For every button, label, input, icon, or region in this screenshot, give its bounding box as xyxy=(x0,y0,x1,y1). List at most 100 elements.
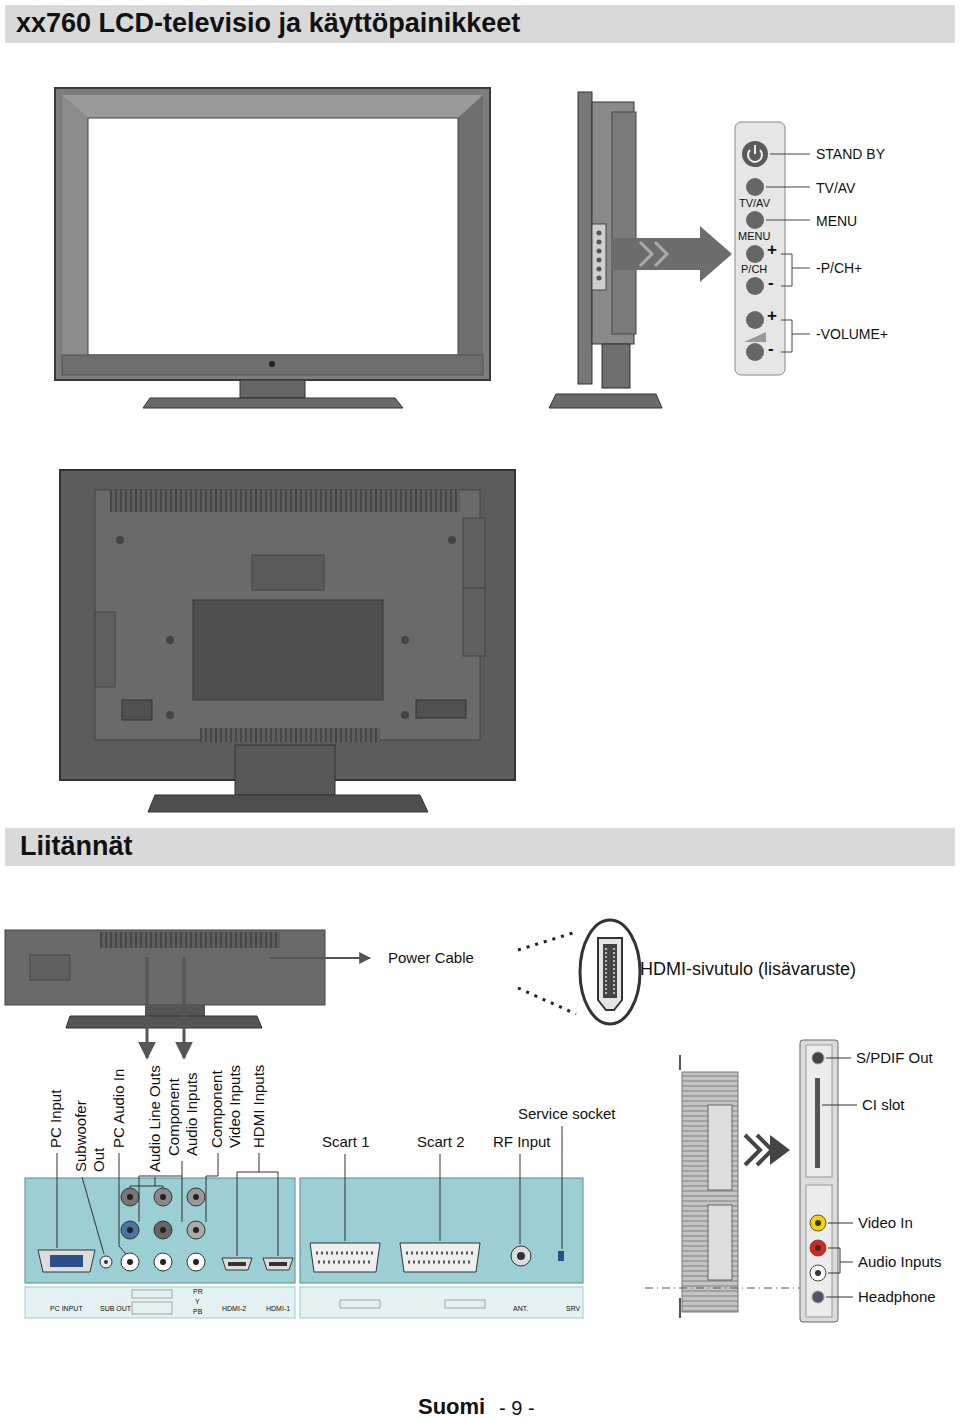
leader-lines-part xyxy=(520,1154,521,1244)
tv-side-part xyxy=(597,258,602,263)
connections-back-strip-part xyxy=(30,955,70,980)
control-label: TV/AV xyxy=(739,197,770,210)
connector-label: PC Input xyxy=(47,1053,65,1148)
rear-panel-left-part xyxy=(25,1178,295,1283)
rear-panel-left-part xyxy=(121,1221,139,1239)
button-panel-part xyxy=(754,145,756,154)
tv-side-part xyxy=(597,231,602,236)
rear-panel-left-part xyxy=(127,1227,133,1233)
connector-label: Video In xyxy=(858,1214,913,1232)
tv-side-part xyxy=(592,224,606,290)
connector-label: Scart 2 xyxy=(417,1133,465,1151)
connections-back-strip-part xyxy=(146,957,149,1058)
rear-panel-right xyxy=(300,1178,583,1318)
tv-back-part xyxy=(448,536,456,544)
tv-side-connections-part-part xyxy=(826,1297,853,1298)
leader-lines-part xyxy=(82,1177,104,1254)
connections-back-strip-part xyxy=(100,932,280,948)
button-panel-part xyxy=(742,141,768,167)
rear-panel-left-part xyxy=(193,1227,199,1233)
rear-panel-left-part xyxy=(132,1290,172,1298)
tv-side-connections-part xyxy=(812,1291,824,1303)
rear-panel-left xyxy=(25,1178,295,1318)
button-panel-part xyxy=(744,332,766,342)
leader-lines-part xyxy=(155,1186,163,1188)
rear-panel-right-part xyxy=(558,1251,564,1261)
connector-label: Subwoofer Out xyxy=(72,1090,108,1172)
rear-panel-left-part xyxy=(121,1253,139,1271)
rear-panel-right-part xyxy=(300,1178,583,1283)
connector-label: Power Cable xyxy=(388,949,474,967)
tv-back-part xyxy=(463,518,485,588)
connector-label: HDMI Inputs xyxy=(250,1048,268,1148)
connector-label: Component Audio Inputs xyxy=(165,1062,201,1156)
tv-front-part xyxy=(62,95,88,355)
leader-lines-part xyxy=(130,1177,155,1188)
page-footer: Suomi xyxy=(418,1394,485,1420)
tv-side-connections-part xyxy=(822,1058,857,1297)
rear-panel-left-part xyxy=(127,1194,133,1200)
tv-side-connections-part xyxy=(745,1135,760,1165)
hdmi-side-connector-part xyxy=(605,948,607,994)
button-panel-part xyxy=(781,254,792,286)
tv-side-connections-part xyxy=(806,1045,832,1177)
hdmi-side-connector-part xyxy=(613,948,615,994)
tv-side xyxy=(549,92,732,408)
tv-side-connections-part-part xyxy=(822,1105,857,1106)
rear-panel-right-part xyxy=(408,1261,472,1264)
hdmi-side-connector-part xyxy=(603,944,617,998)
section-heading: Liitännät xyxy=(20,830,940,862)
button-panel-part xyxy=(746,311,764,329)
tv-side-part xyxy=(597,240,602,245)
tv-side-connections-part xyxy=(815,1270,821,1276)
tv-back-part xyxy=(416,700,466,718)
connector-label: Headphone xyxy=(858,1288,936,1306)
rear-panel-left-part xyxy=(187,1253,205,1271)
tv-side-connections-part xyxy=(815,1220,821,1226)
tv-side-connections-part xyxy=(812,1052,824,1064)
leader-lines-part xyxy=(57,1153,58,1248)
rear-panel-left-part xyxy=(263,1258,293,1270)
tv-front-part xyxy=(240,380,305,398)
rear-panel-left-part xyxy=(25,1287,295,1318)
tv-back-part xyxy=(200,728,380,742)
connections-back-strip-part xyxy=(183,957,186,1058)
tv-back-part xyxy=(166,711,174,719)
panel-marking: PR xyxy=(193,1288,203,1296)
button-panel xyxy=(735,122,810,375)
section-band: Liitännät xyxy=(5,828,955,866)
leader-lines-part xyxy=(345,1154,346,1241)
connector-label: Component Video Inputs xyxy=(208,1054,244,1148)
tv-side-part xyxy=(655,242,667,266)
tv-back-part xyxy=(122,700,152,720)
rear-panel-left-part xyxy=(269,1262,287,1266)
connector-label: S/PDIF Out xyxy=(856,1049,933,1067)
panel-marking: SRV xyxy=(566,1305,580,1313)
tv-side-connections-part xyxy=(770,1135,790,1165)
button-panel-part xyxy=(746,277,764,295)
hdmi-side-connector-part xyxy=(518,988,576,1014)
title-band-part xyxy=(5,5,955,43)
tv-side-connections-part-part xyxy=(828,1223,853,1224)
tv-back-part xyxy=(193,600,383,700)
rear-panel-left-part xyxy=(154,1221,172,1239)
connections-back-strip-part xyxy=(270,957,370,959)
rear-panel-left-part xyxy=(121,1188,139,1206)
tv-front-part xyxy=(88,118,458,355)
button-panel-part xyxy=(746,178,764,196)
rear-panel-left-part xyxy=(50,1255,83,1267)
rear-panel-left-part xyxy=(193,1259,199,1265)
control-label: - xyxy=(768,273,774,293)
tv-side-connections-part xyxy=(810,1240,826,1256)
tv-back-part xyxy=(463,588,485,656)
panel-marking: Y xyxy=(195,1298,200,1306)
control-label: TV/AV xyxy=(816,180,855,197)
button-panel-part xyxy=(770,154,810,155)
control-label: -P/CH+ xyxy=(816,260,862,277)
tv-side-connections-part xyxy=(708,1205,732,1280)
tv-front-part xyxy=(62,95,483,118)
tv-side-part xyxy=(578,92,592,384)
rear-panel-left-part xyxy=(160,1259,166,1265)
tv-front-part xyxy=(55,88,490,380)
